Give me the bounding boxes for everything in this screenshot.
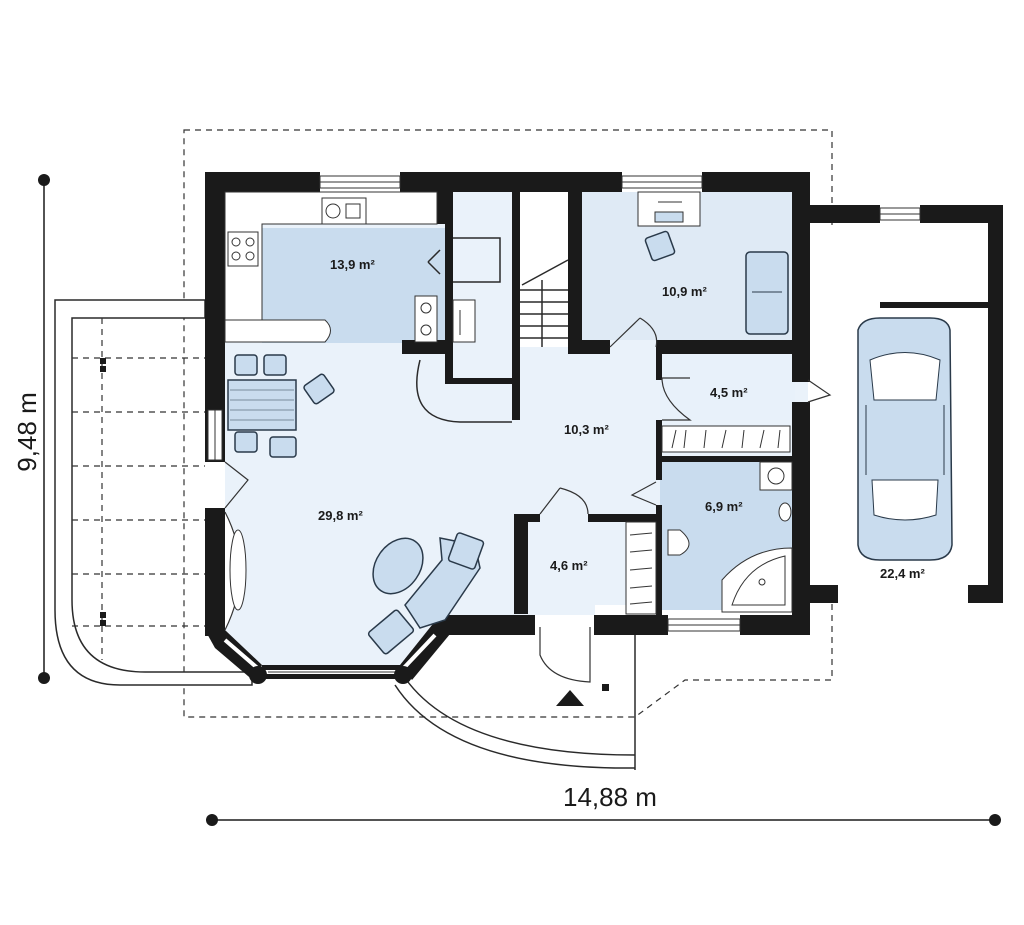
room-label-entry: 4,6 m²	[550, 558, 588, 573]
terrace	[54, 299, 253, 686]
bathroom-fixtures	[667, 461, 793, 613]
height-label: 9,48 m	[12, 392, 42, 472]
curved-counter	[416, 359, 512, 423]
room-label-kitchen: 13,9 m²	[330, 257, 375, 272]
porch-curve	[394, 677, 636, 769]
living-furniture	[367, 532, 485, 655]
room-label-study: 10,9 m²	[662, 284, 707, 299]
dining-set	[227, 354, 335, 458]
doors	[224, 317, 832, 683]
height-dimension	[38, 174, 50, 684]
utility-floor	[660, 355, 795, 420]
roof-outline	[183, 129, 833, 718]
wardrobes	[625, 425, 791, 615]
room-label-bathroom: 6,9 m²	[705, 499, 743, 514]
entrance-marker	[556, 684, 609, 706]
walls	[205, 172, 1003, 682]
study-furniture	[637, 191, 789, 335]
room-label-utility: 4,5 m²	[710, 385, 748, 400]
room-label-living: 29,8 m²	[318, 508, 363, 523]
width-label: 14,88 m	[563, 782, 657, 812]
windows	[207, 175, 921, 674]
room-label-garage: 22,4 m²	[880, 566, 925, 581]
width-dimension	[206, 814, 1001, 826]
terrace-grid	[72, 318, 205, 660]
column-left	[249, 666, 267, 684]
car	[857, 317, 953, 561]
room-label-hall: 10,3 m²	[564, 422, 609, 437]
staircase	[520, 192, 569, 347]
column-right	[394, 666, 412, 684]
kitchen-fixtures	[224, 191, 501, 343]
